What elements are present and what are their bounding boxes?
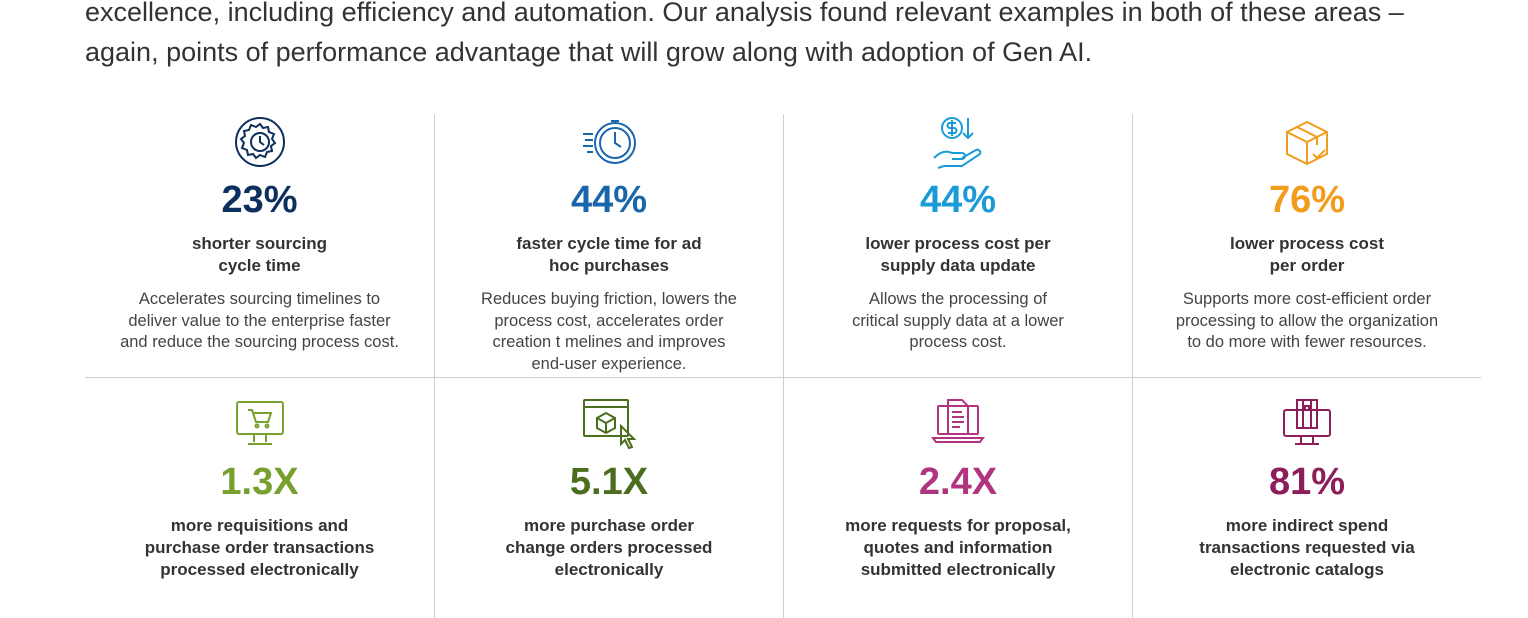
stopwatch-icon — [583, 120, 636, 164]
metric-label: lower process cost per supply data updat… — [865, 234, 1051, 275]
metric-value: 44% — [919, 179, 997, 221]
metric-label: more indirect spend transactions request… — [1199, 516, 1415, 579]
monitor-cart-icon — [235, 401, 284, 445]
metric-label: more purchase order change orders proces… — [505, 516, 713, 579]
metric-card-requisitions-electronic: 1.3X more requisitions and purchase orde… — [85, 378, 434, 618]
metric-value: 5.1X — [569, 461, 649, 503]
metric-description: Accelerates sourcing timelines to delive… — [120, 290, 399, 351]
laptop-document-icon — [931, 399, 985, 443]
metric-value: 44% — [570, 179, 648, 221]
package-icon — [1286, 120, 1328, 166]
metric-label: lower process cost per order — [1229, 234, 1384, 275]
metrics-grid: 23% shorter sourcing cycle time Accelera… — [85, 114, 1481, 618]
intro-paragraph: excellence, including efficiency and aut… — [85, 0, 1485, 72]
metric-card-sourcing-cycle: 23% shorter sourcing cycle time Accelera… — [85, 114, 434, 378]
metric-label: shorter sourcing cycle time — [191, 234, 328, 275]
metric-card-cost-per-order: 76% lower process cost per order Support… — [1132, 114, 1481, 378]
hand-dollar-icon — [933, 117, 982, 169]
metric-label: faster cycle time for ad hoc purchases — [516, 234, 702, 275]
metric-card-supply-data-update: 44% lower process cost per supply data u… — [783, 114, 1132, 378]
metric-description: Allows the processing of critical supply… — [852, 290, 1064, 351]
metric-card-po-change-orders: 5.1X more purchase order change orders p… — [434, 378, 783, 618]
intro-line-1: excellence, including efficiency and aut… — [85, 0, 1404, 27]
gear-clock-icon — [234, 117, 285, 167]
metric-value: 23% — [221, 179, 298, 221]
metric-description: Supports more cost-efficient order proce… — [1175, 290, 1439, 351]
intro-line-2: again, points of performance advantage t… — [85, 37, 1093, 67]
metric-card-catalog-transactions: 81% more indirect spend transactions req… — [1132, 378, 1481, 618]
metric-label: more requests for proposal, quotes and i… — [845, 516, 1071, 579]
metric-value: 81% — [1268, 461, 1346, 503]
metric-value: 2.4X — [918, 461, 998, 503]
metric-card-adhoc-purchases: 44% faster cycle time for ad hoc purchas… — [434, 114, 783, 378]
monitor-catalog-icon — [1283, 399, 1331, 445]
metric-label: more requisitions and purchase order tra… — [144, 516, 375, 579]
metric-value: 1.3X — [220, 461, 299, 503]
metric-card-rfx-electronic: 2.4X more requests for proposal, quotes … — [783, 378, 1132, 618]
metric-description: Reduces buying friction, lowers the proc… — [481, 290, 737, 373]
browser-box-cursor-icon — [583, 399, 637, 450]
metric-value: 76% — [1268, 179, 1346, 221]
